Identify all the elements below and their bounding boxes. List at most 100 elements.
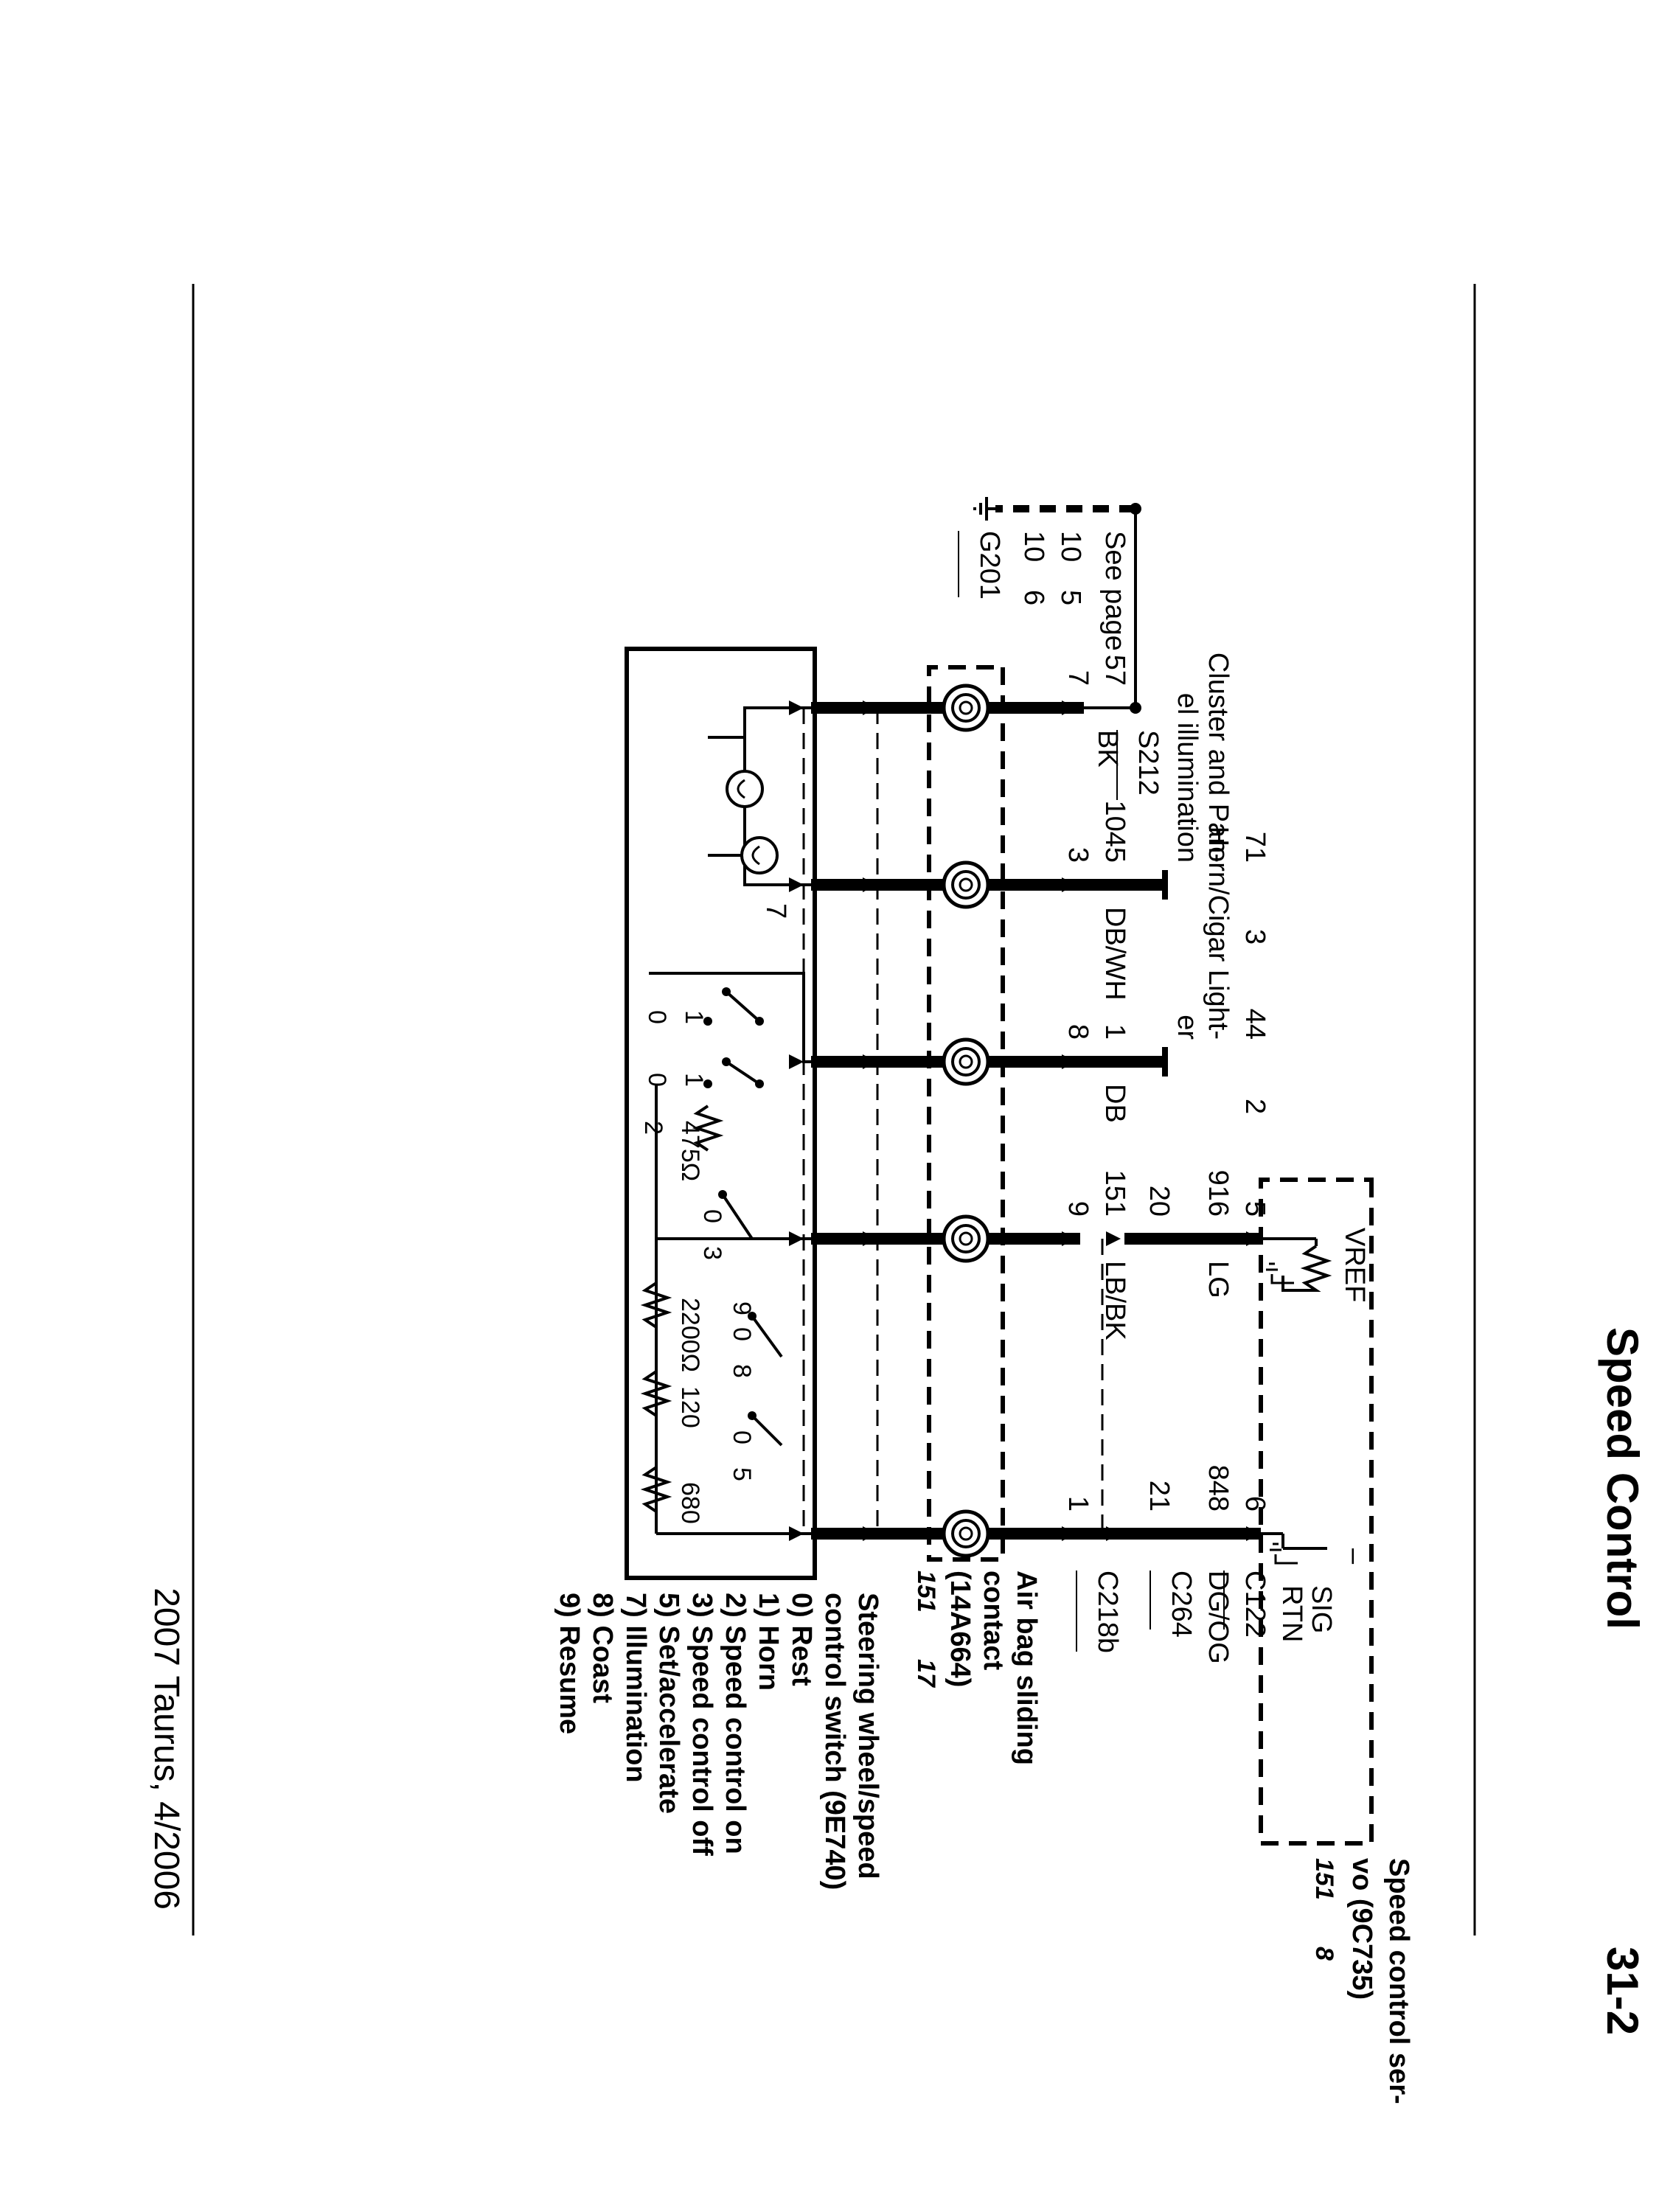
speed-control-ladder: 475Ω 2 0 3 2200Ω 9 0 120 8 0 5 <box>639 1084 811 1535</box>
dbwh-ref-sub: 3 <box>1239 929 1270 945</box>
legend-6: 8) Coast <box>587 1593 618 1703</box>
lamp-1 <box>726 770 764 808</box>
legend-4: 5) Set/accelerate <box>653 1593 684 1814</box>
connector-c122: C122 <box>1239 1571 1270 1638</box>
legend-3: 3) Speed control off <box>686 1593 717 1856</box>
set-label-0: 0 <box>728 1430 756 1444</box>
resume-label-0: 0 <box>728 1327 756 1341</box>
db-ref-page: 44 <box>1239 1009 1270 1040</box>
lg-servo-pin: 5 <box>1239 1201 1270 1217</box>
arrow-dgog-2 <box>863 1526 877 1541</box>
horn-lbl-d: 0 <box>643 1073 671 1087</box>
arrow-lbbk-1 <box>1062 1231 1077 1246</box>
dbwh-circuit: 1045 <box>1099 800 1130 863</box>
arrow-bk-1 <box>1062 700 1077 715</box>
ground-ref-a1: 10 <box>1055 531 1086 562</box>
arrow-lbbk-4 <box>1106 1231 1121 1246</box>
lamp-2 <box>740 836 779 874</box>
ground-symbol <box>973 497 995 521</box>
connector-c264: C264 <box>1166 1571 1197 1638</box>
illumination-lamps: 7 <box>708 706 811 919</box>
dbwh-ref-page: 71 <box>1239 832 1270 863</box>
arrow-bk-2 <box>863 700 877 715</box>
lbbk-color: LB/BK <box>1099 1261 1130 1340</box>
dbwh-dest-2: el illumination <box>1172 693 1203 863</box>
lg-color: LG <box>1203 1261 1234 1298</box>
coil-1 <box>942 684 990 732</box>
on-label-0: 0 <box>698 1209 726 1223</box>
ground-see-page: See page <box>1099 531 1130 651</box>
on-label-2: 2 <box>639 1121 667 1135</box>
airbag-name-1: Air bag sliding <box>1011 1571 1042 1765</box>
db-pin: 8 <box>1062 1024 1093 1040</box>
servo-resistor <box>1281 1245 1332 1292</box>
bk-color: BK <box>1092 730 1123 768</box>
servo-ground-1 <box>1266 1262 1294 1284</box>
coil-5 <box>942 1509 990 1558</box>
switch-name-2: control switch (9E740) <box>819 1593 850 1890</box>
servo-rtn: RTN <box>1276 1585 1307 1642</box>
legend-5: 7) Illumination <box>620 1593 651 1783</box>
r120-label: 120 <box>676 1386 704 1428</box>
arrow-db-1 <box>1062 1054 1077 1069</box>
arrow-dbwh-1 <box>1062 877 1077 892</box>
airbag-name-3: (14A664) <box>945 1571 975 1687</box>
arrow-lbbk-2 <box>863 1231 877 1246</box>
servo-vref: VREF <box>1339 1228 1370 1302</box>
ground-ref-b2: 6 <box>1018 590 1049 605</box>
dbwh-color: DB/WH <box>1099 907 1130 1001</box>
g201-label: G201 <box>974 531 1005 599</box>
arrow-lg-1 <box>1246 1231 1261 1246</box>
servo-name-2: vo (9C735) <box>1346 1858 1377 2000</box>
dgog-c264-pin: 21 <box>1144 1481 1175 1512</box>
servo-page-ref: 151 <box>1310 1858 1338 1900</box>
ground-ref-a2: 10 <box>1018 531 1049 562</box>
lbbk-pin: 9 <box>1062 1201 1093 1217</box>
arrow-db-3 <box>789 1054 804 1069</box>
bk-circuit: 57 <box>1099 655 1130 686</box>
db-circuit: 1 <box>1099 1024 1130 1040</box>
off-label-3: 3 <box>698 1246 726 1260</box>
coil-2 <box>942 860 990 909</box>
dbwh-pin: 3 <box>1062 847 1093 863</box>
horn-switches: 1 0 1 0 <box>643 972 811 1088</box>
r2200-label: 2200Ω <box>676 1298 704 1372</box>
db-dest-1: Horn/Cigar Light- <box>1203 827 1234 1040</box>
legend-7: 9) Resume <box>554 1593 585 1734</box>
footer-model: 2007 Taurus, 4/2006 <box>147 1587 186 1910</box>
db-ref-sub: 2 <box>1239 1099 1270 1114</box>
coast-label-8: 8 <box>728 1364 756 1378</box>
switch-name-1: Steering wheel/speed <box>852 1593 883 1879</box>
resistor-680 <box>640 1466 672 1513</box>
legend-0: 0) Rest <box>786 1593 817 1686</box>
clockspring-coils <box>942 684 990 1558</box>
connector-c218b: C218b <box>1092 1571 1123 1653</box>
arrow-dgog-4 <box>1106 1526 1121 1541</box>
horn-lbl-b: 0 <box>643 1010 671 1024</box>
lbbk-c264-pin: 20 <box>1144 1186 1175 1217</box>
servo-page-sub: 8 <box>1310 1947 1338 1961</box>
arrow-dbwh-2 <box>863 877 877 892</box>
legend-2: 2) Speed control on <box>720 1593 751 1854</box>
arrow-dgog-1 <box>1062 1526 1077 1541</box>
arrow-dgog-5 <box>1246 1526 1261 1541</box>
page-number: 31-2 <box>1598 1947 1647 2035</box>
set-label-5: 5 <box>728 1467 756 1481</box>
dgog-pin: 1 <box>1062 1496 1093 1512</box>
lbbk-circuit: 151 <box>1099 1170 1130 1217</box>
db-color: DB <box>1099 1084 1130 1123</box>
page-title: Speed Control <box>1598 1327 1647 1630</box>
resistor-2200 <box>640 1281 672 1329</box>
switch-legend: 0) Rest 1) Horn 2) Speed control on 3) S… <box>554 1593 817 1856</box>
dbwh-dest-1: Cluster and Pan- <box>1203 653 1234 863</box>
airbag-name-2: contact <box>978 1571 1009 1670</box>
r680-label: 680 <box>676 1482 704 1524</box>
legend-1: 1) Horn <box>753 1593 784 1691</box>
bk-pin: 7 <box>1062 670 1093 686</box>
dgog-color: DG/OG <box>1203 1571 1234 1664</box>
resistor-120 <box>640 1370 672 1417</box>
ground-ref-b1: 5 <box>1055 590 1086 605</box>
